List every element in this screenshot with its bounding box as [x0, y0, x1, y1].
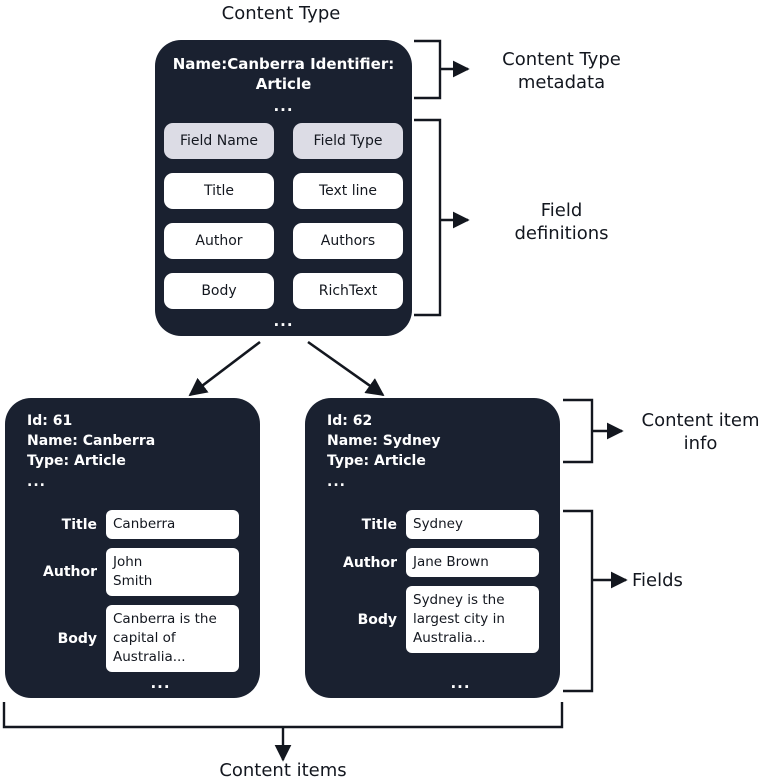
field-type-cell[interactable]: RichText — [293, 273, 403, 309]
content-type-metadata-ellipsis: ... — [273, 97, 294, 115]
content-item-field-label: Author — [43, 564, 97, 580]
annotation-field-definitions: Field definitions — [514, 200, 609, 244]
content-item-info-text: Id: 62 Name: Sydney Type: Article ... — [327, 411, 441, 493]
field-name-cell[interactable]: Body — [164, 273, 274, 309]
annotation-content-items: Content items — [219, 760, 347, 781]
bracket-content-items — [2, 702, 564, 762]
field-name-cell[interactable]: Title — [164, 173, 274, 209]
annotation-fields: Fields — [632, 570, 683, 591]
content-item-info-text: Id: 61 Name: Canberra Type: Article ... — [27, 411, 155, 493]
content-type-bottom-ellipsis: ... — [273, 312, 294, 330]
content-item-field-value[interactable]: Sydney is the largest city in Australia.… — [406, 586, 539, 653]
bracket-fields — [563, 509, 628, 693]
field-table-header-name: Field Name — [164, 123, 274, 159]
content-item-card[interactable]: Id: 61 Name: Canberra Type: Article ... … — [5, 398, 260, 698]
annotation-content-type-metadata: Content Type metadata — [502, 49, 621, 93]
field-name-cell[interactable]: Author — [164, 223, 274, 259]
arrow-contenttype-to-item-0 — [188, 340, 261, 397]
content-item-info-lines: Id: 61 Name: Canberra Type: Article — [27, 413, 156, 469]
content-item-field-label: Author — [343, 554, 397, 571]
content-item-field-row: Author John Smith — [17, 548, 248, 596]
content-item-bottom-ellipsis: ... — [150, 674, 171, 692]
content-item-field-row: Title Canberra — [17, 510, 248, 539]
content-item-fields: Title Sydney Author Jane Brown Body Sydn… — [317, 510, 548, 662]
content-item-field-value[interactable]: John Smith — [106, 548, 239, 596]
field-type-cell[interactable]: Authors — [293, 223, 403, 259]
content-item-field-label: Body — [57, 630, 97, 647]
content-item-field-row: Author Jane Brown — [317, 548, 548, 577]
bracket-field-definitions — [414, 118, 470, 317]
content-item-field-label: Title — [361, 516, 397, 533]
arrow-contenttype-to-item-1 — [307, 340, 385, 397]
content-item-info-lines: Id: 62 Name: Sydney Type: Article — [327, 413, 441, 469]
page-title: Content Type — [221, 3, 341, 24]
content-item-field-label: Body — [357, 611, 397, 628]
content-item-field-value[interactable]: Canberra — [106, 510, 239, 539]
content-item-bottom-ellipsis: ... — [450, 674, 471, 692]
content-item-field-row: Body Canberra is the capital of Australi… — [17, 605, 248, 672]
content-item-field-value[interactable]: Jane Brown — [406, 548, 539, 577]
content-type-metadata-text: Name:Canberra Identifier: Article — [172, 55, 395, 93]
content-item-field-value[interactable]: Sydney — [406, 510, 539, 539]
field-table-header-type: Field Type — [293, 123, 403, 159]
content-item-field-value[interactable]: Canberra is the capital of Australia... — [106, 605, 239, 672]
field-type-cell[interactable]: Text line — [293, 173, 403, 209]
bracket-content-type-metadata — [414, 39, 470, 100]
field-definition-table: Field Name Field Type Title Text line Au… — [164, 123, 403, 309]
content-item-card[interactable]: Id: 62 Name: Sydney Type: Article ... Ti… — [305, 398, 560, 698]
content-type-card[interactable]: Name:Canberra Identifier: Article ... Fi… — [155, 40, 412, 336]
content-item-field-row: Title Sydney — [317, 510, 548, 539]
content-item-info-ellipsis: ... — [27, 474, 46, 490]
content-item-field-row: Body Sydney is the largest city in Austr… — [317, 586, 548, 653]
annotation-content-item-info: Content item info — [641, 410, 760, 454]
content-item-field-label: Title — [61, 516, 97, 533]
bracket-content-item-info — [563, 398, 624, 464]
content-item-fields: Title Canberra Author John Smith Body Ca… — [17, 510, 248, 681]
content-item-info-ellipsis: ... — [327, 474, 346, 490]
